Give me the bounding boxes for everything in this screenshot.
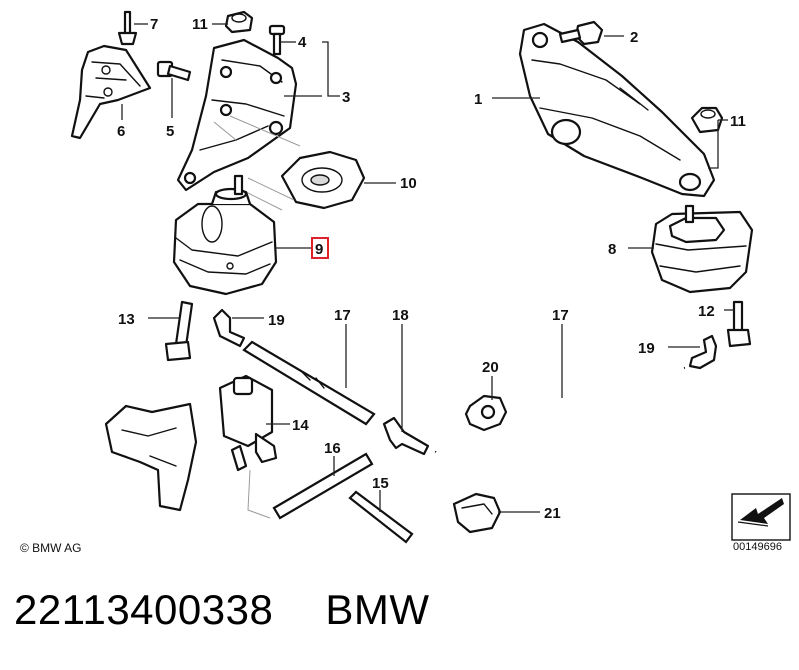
part-19-elbow-right [688,334,718,370]
callout-21: 21 [544,505,561,522]
part-17-hose-right [433,363,686,464]
part-9-engine-mount [172,174,278,296]
part-4-bolt [268,24,286,56]
callout-15: 15 [372,475,389,492]
callout-19-left: 19 [268,312,285,329]
callout-9: 9 [315,241,323,258]
part-20-clip [464,394,508,432]
part-8-engine-mount [650,204,754,294]
callout-17-right: 17 [552,307,569,324]
part-15-hose [348,490,414,544]
orientation-arrow-icon [731,493,791,541]
callout-8: 8 [608,241,616,258]
callout-19-right: 19 [638,340,655,357]
part-10-pad [280,150,366,210]
callout-16: 16 [324,440,341,457]
part-12-bolt [726,300,752,348]
callout-12: 12 [698,303,715,320]
copyright-notice: © BMW AG [20,541,82,555]
callout-9-highlight-box [311,237,329,259]
callout-11-left: 11 [192,16,208,33]
part-2-bolt [558,20,604,46]
part-7-bolt [117,10,138,46]
callout-7: 7 [150,16,158,33]
part-1-support-arm [518,22,716,198]
part-11-nut-left [224,10,254,34]
callout-4: 4 [298,34,307,51]
part-18-t-connector [382,416,430,456]
callout-14: 14 [292,417,309,434]
callout-6: 6 [117,123,125,140]
valve-mounting-bracket [104,402,198,512]
callout-labels: 7 11 4 3 5 6 10 2 1 11 8 12 13 19 17 18 … [117,16,746,522]
callout-3: 3 [342,89,350,106]
part-19-elbow-left [212,308,246,348]
callout-1: 1 [474,91,482,108]
callout-17-left: 17 [334,307,351,324]
part-number: 22113400338 [14,586,274,633]
part-3-engine-bracket [176,38,298,192]
callout-11-right: 11 [730,113,746,130]
callout-5: 5 [166,123,174,140]
part-caption: 22113400338 BMW [14,586,429,634]
leader-lines [121,23,734,513]
part-brand: BMW [325,586,430,633]
part-14-valve [218,374,278,519]
part-16-hose [272,452,374,520]
part-21-clip [452,492,502,534]
part-11-nut-right [690,106,724,134]
diagram-id: 00149696 [733,541,782,553]
callout-18: 18 [392,307,409,324]
callout-13: 13 [118,311,135,328]
callout-20: 20 [482,359,499,376]
callout-10: 10 [400,175,417,192]
part-6-bracket [70,44,152,140]
part-17-hose-left [242,340,376,426]
part-13-bolt [164,300,194,362]
part-5-bolt [156,60,192,82]
callout-2: 2 [630,29,638,46]
